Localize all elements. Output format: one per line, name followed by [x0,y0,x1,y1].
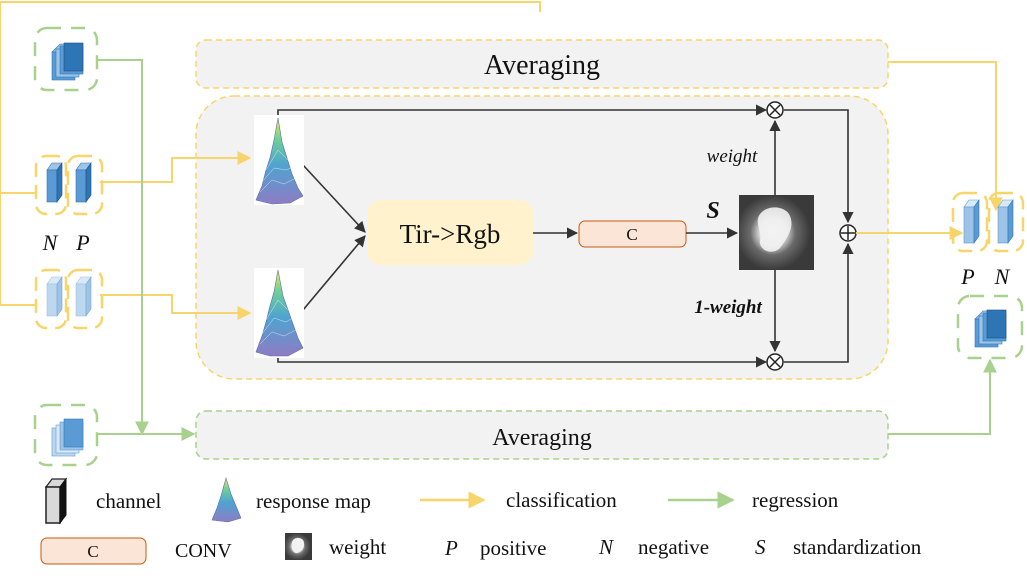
response-map-icon [254,115,304,205]
weight-map-icon [285,533,312,560]
channel-icon [974,309,1007,348]
legend-classification: classification [506,488,617,512]
one-minus-weight-label: 1-weight [694,297,762,318]
averaging-bottom-label: Averaging [492,425,592,451]
channel-icon [963,199,980,244]
right-feature-stack [956,294,1024,360]
multiply-icon [766,353,784,371]
left-top-feature-stack [33,26,99,92]
weight-map-icon [739,195,814,270]
channel-icon [75,276,92,317]
legend-positive: positive [480,536,547,560]
legend-n-symbol: N [598,535,614,559]
channel-icon [51,42,84,81]
channel-icon [44,477,68,525]
add-icon [839,224,857,242]
classification-flow [0,1,1003,320]
weight-label: weight [707,146,758,167]
legend-response-map: response map [256,489,371,513]
regression-flow [98,59,997,441]
channel-icon [46,276,63,317]
right-p-label: P [960,264,974,289]
legend-conv-symbol: C [87,542,98,561]
legend: channel response map classification regr… [40,476,922,565]
channel-icon [51,418,84,457]
conv-box [578,220,687,248]
channel-icon [997,199,1014,244]
response-map-icon [254,268,304,358]
response-map-icon [211,476,242,523]
right-pn-output [951,191,1025,253]
conv-label: C [626,225,637,244]
left-p-label: P [75,230,89,255]
legend-channel: channel [96,489,161,513]
legend-negative: negative [638,535,709,559]
left-n-label: N [42,230,59,255]
legend-weight: weight [329,535,386,559]
averaging-top-box [195,39,889,89]
legend-standardization: standardization [793,535,922,559]
legend-conv: CONV [175,540,232,562]
legend-s-symbol: S [755,535,766,559]
left-np-light [34,268,104,330]
right-n-label: N [994,264,1011,289]
tir-rgb-box [367,200,533,265]
legend-regression: regression [752,488,839,512]
fusion-panel [195,95,889,380]
averaging-top-label: Averaging [484,50,600,81]
s-label: S [706,198,719,224]
left-np-dark [34,154,104,216]
legend-p-symbol: P [444,536,458,560]
tir-rgb-label: Tir->Rgb [400,219,501,249]
left-bottom-feature-stack [33,403,99,467]
channel-icon [46,162,63,203]
channel-icon [75,162,92,203]
multiply-icon [766,101,784,119]
